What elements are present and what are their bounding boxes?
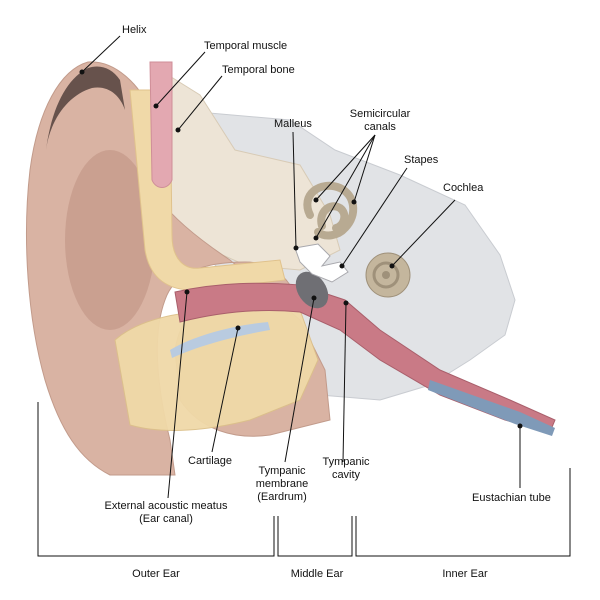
cochlea-core [382,271,390,279]
label-semicircular-canals-2: canals [364,121,396,133]
region-brackets [37,402,571,557]
label-temporal-bone: Temporal bone [222,64,295,76]
label-semicircular-canals-1: Semicircular [349,108,411,120]
region-outer-ear: Outer Ear [132,568,180,580]
label-tympanic-cavity-1: Tympanic [322,456,370,468]
cochlea-inner [372,261,400,289]
label-eustachian-tube: Eustachian tube [472,492,551,504]
semicircular-leader-2 [315,134,376,239]
helix-leader [81,35,121,73]
label-external-meatus-1: External acoustic meatus [104,500,228,512]
cochlea-leader [391,199,456,267]
leader-dots [79,69,523,429]
eardrum [295,271,329,309]
label-cartilage: Cartilage [188,455,233,467]
label-malleus: Malleus [274,118,312,130]
concha-shadow [65,150,155,330]
cartilage-strip [170,322,270,358]
stapes-leader [341,167,408,267]
inner-ear-bracket [355,468,571,557]
lower-cartilage [114,309,319,431]
region-inner-ear: Inner Ear [442,568,488,580]
label-tympanic-membrane-3: (Eardrum) [257,491,307,503]
eustachian-stripe [428,380,555,436]
label-tympanic-cavity-2: cavity [331,469,361,481]
outer-ear-bracket [37,402,275,557]
label-cochlea: Cochlea [443,182,484,194]
label-helix: Helix [122,24,147,36]
middle-ear-bracket [277,516,353,557]
temporal-bone-leader [177,75,223,131]
tympanic-membrane-leader [284,297,315,463]
label-tympanic-membrane-1: Tympanic [258,465,306,477]
label-tympanic-membrane-2: membrane [255,478,309,490]
tympanic-cavity-leader [342,302,347,463]
external-meatus-leader [167,291,188,499]
helix-rim [46,66,125,150]
temporal-muscle-leader [155,51,206,107]
temporal-muscle [149,61,173,188]
malleus-leader [292,131,297,249]
cartilage-leader [211,327,239,453]
leader-lines [81,35,521,499]
label-temporal-muscle: Temporal muscle [204,40,288,52]
label-stapes: Stapes [404,154,439,166]
label-external-meatus-2: (Ear canal) [139,513,193,525]
semicircular-leader-1 [315,134,376,201]
region-middle-ear: Middle Ear [290,568,344,580]
semicircular-leader-3 [353,134,376,203]
